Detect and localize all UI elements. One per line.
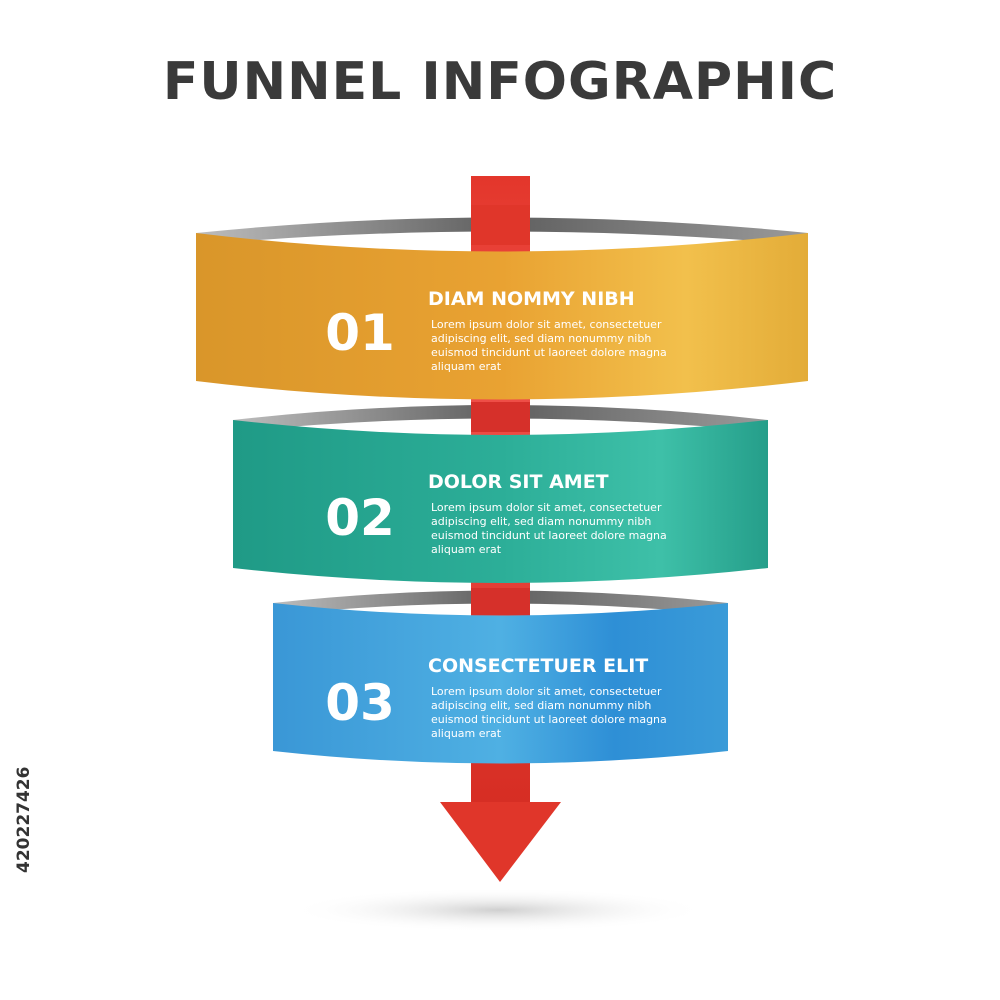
step-description-line: Lorem ipsum dolor sit amet, consectetuer bbox=[431, 318, 662, 331]
arrow-shaft-through-3 bbox=[471, 588, 530, 615]
step-description-line: adipiscing elit, sed diam nonummy nibh bbox=[431, 515, 651, 528]
step-description-line: Lorem ipsum dolor sit amet, consectetuer bbox=[431, 501, 662, 514]
band-2-face bbox=[233, 420, 768, 583]
step-heading: DOLOR SIT AMET bbox=[428, 471, 609, 493]
step-heading: DIAM NOMMY NIBH bbox=[428, 288, 635, 310]
step-1-text: 01 DIAM NOMMY NIBH Lorem ipsum dolor sit… bbox=[325, 288, 667, 373]
arrow-head bbox=[440, 802, 561, 882]
band-1-face bbox=[196, 233, 808, 400]
step-number: 01 bbox=[325, 304, 395, 362]
step-description-line: euismod tincidunt ut laoreet dolore magn… bbox=[431, 346, 667, 359]
funnel-step-1 bbox=[196, 205, 808, 400]
step-3-text: 03 CONSECTETUER ELIT Lorem ipsum dolor s… bbox=[325, 655, 667, 740]
funnel-step-2 bbox=[233, 402, 768, 583]
step-description-line: aliquam erat bbox=[431, 727, 502, 740]
arrow-shaft-through-2 bbox=[471, 402, 530, 432]
step-description-line: aliquam erat bbox=[431, 543, 502, 556]
step-heading: CONSECTETUER ELIT bbox=[428, 655, 648, 677]
stock-image-id: 420227426 bbox=[14, 766, 34, 874]
page-title: FUNNEL INFOGRAPHIC bbox=[162, 52, 838, 112]
step-2-text: 02 DOLOR SIT AMET Lorem ipsum dolor sit … bbox=[325, 471, 667, 556]
band-3-face bbox=[273, 603, 728, 764]
step-description-line: aliquam erat bbox=[431, 360, 502, 373]
arrow-shaft-through-1 bbox=[471, 205, 530, 245]
step-description-line: euismod tincidunt ut laoreet dolore magn… bbox=[431, 529, 667, 542]
step-description-line: Lorem ipsum dolor sit amet, consectetuer bbox=[431, 685, 662, 698]
step-description-line: euismod tincidunt ut laoreet dolore magn… bbox=[431, 713, 667, 726]
step-number: 02 bbox=[325, 489, 395, 547]
step-description-line: adipiscing elit, sed diam nonummy nibh bbox=[431, 699, 651, 712]
step-number: 03 bbox=[325, 674, 395, 732]
step-description-line: adipiscing elit, sed diam nonummy nibh bbox=[431, 332, 651, 345]
funnel-step-3 bbox=[273, 588, 728, 764]
ground-shadow bbox=[288, 888, 708, 932]
